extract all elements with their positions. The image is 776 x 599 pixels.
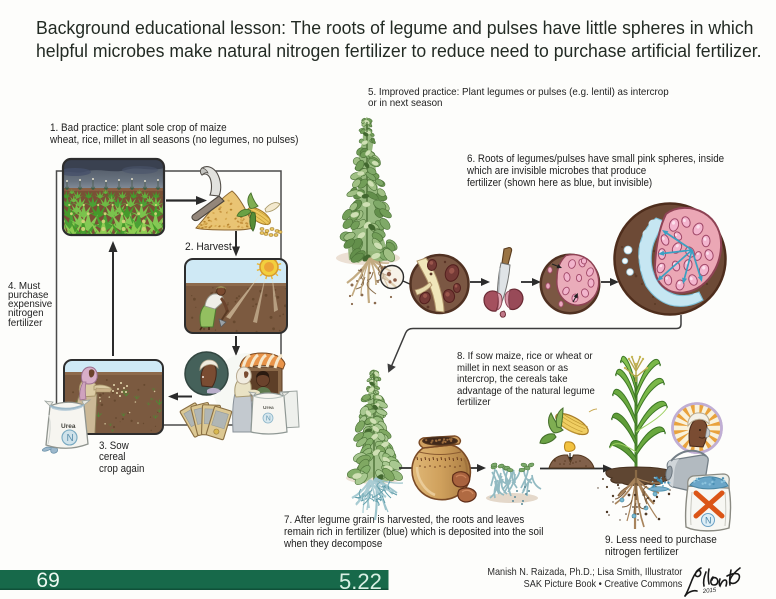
- svg-text:N: N: [67, 433, 74, 444]
- svg-text:N: N: [266, 416, 271, 423]
- svg-text:Urea: Urea: [263, 405, 274, 411]
- svg-text:N: N: [705, 516, 712, 526]
- svg-text:Urea: Urea: [61, 423, 76, 430]
- svg-text:2015: 2015: [702, 588, 718, 596]
